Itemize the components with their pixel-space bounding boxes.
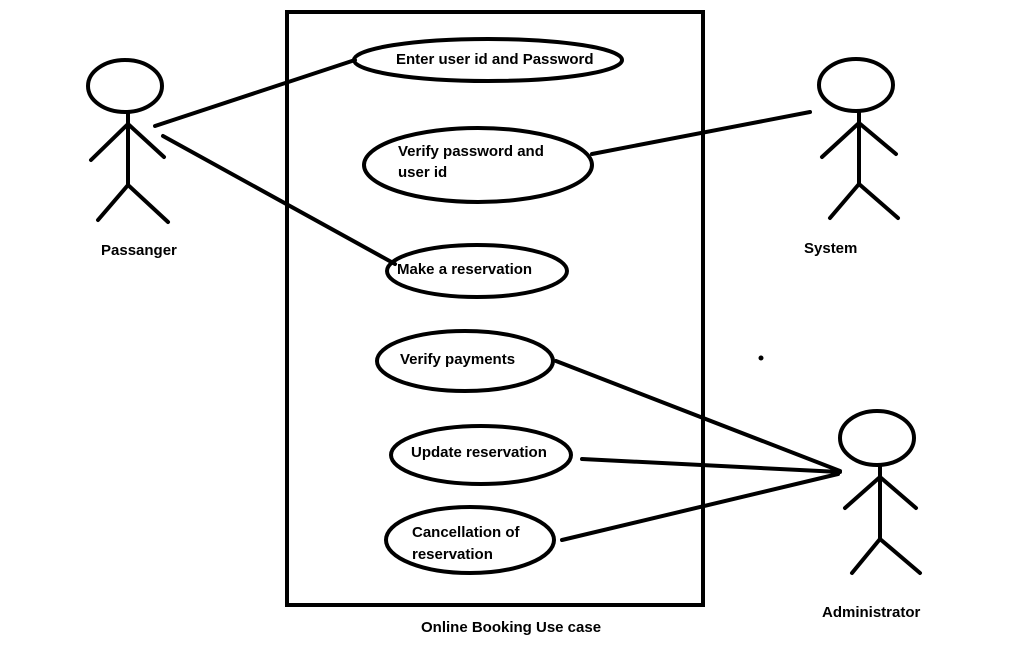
administrator-actor	[838, 409, 922, 575]
passenger-arm-left	[89, 122, 130, 162]
system-leg-right	[857, 182, 900, 220]
passenger-leg-right	[126, 183, 170, 224]
administrator-arm-right	[878, 475, 918, 510]
use-case-verify-payments-label: Verify payments	[400, 351, 516, 368]
use-case-verify-payments-ellipse	[375, 329, 555, 393]
system-label: System	[804, 240, 858, 257]
use-case-verify-password-label-line1: Verify password and	[398, 143, 544, 160]
system-arm-left	[820, 121, 861, 159]
system-boundary	[285, 10, 705, 607]
association-passenger-reservation	[161, 134, 397, 266]
passenger-actor	[86, 58, 170, 224]
administrator-head	[838, 409, 916, 467]
use-case-cancellation-label-line1: Cancellation of	[412, 524, 520, 541]
passenger-label: Passanger	[101, 242, 177, 259]
use-case-reservation-label: Make a reservation	[397, 261, 533, 278]
stray-dot	[758, 355, 764, 361]
association-system-verify-password	[590, 110, 812, 156]
use-case-verify-password-ellipse	[362, 126, 594, 204]
passenger-arm-right	[126, 122, 166, 159]
system-arm-right	[857, 121, 898, 156]
administrator-leg-right	[878, 537, 922, 575]
use-case-login-label: Enter user id and Password	[396, 51, 594, 68]
passenger-head	[86, 58, 164, 114]
system-head	[817, 57, 895, 113]
administrator-label: Administrator	[822, 604, 921, 621]
use-case-cancellation-ellipse	[384, 505, 556, 575]
use-case-cancellation-label-line2: reservation	[412, 546, 493, 563]
association-admin-update-reservation	[580, 457, 842, 474]
use-case-reservation-ellipse	[385, 243, 569, 299]
association-passenger-login	[153, 58, 357, 128]
association-admin-cancellation	[560, 472, 840, 542]
administrator-arm-left	[843, 475, 882, 510]
diagram-caption: Online Booking Use case	[421, 619, 602, 636]
passenger-leg-left	[96, 183, 130, 222]
association-admin-verify-payments	[554, 359, 842, 473]
system-leg-left	[828, 182, 861, 220]
use-case-verify-password-label-line2: user id	[398, 164, 448, 181]
use-case-update-reservation-label: Update reservation	[411, 444, 547, 461]
system-actor	[817, 57, 900, 220]
administrator-leg-left	[850, 537, 882, 575]
use-case-update-reservation-ellipse	[389, 424, 573, 486]
